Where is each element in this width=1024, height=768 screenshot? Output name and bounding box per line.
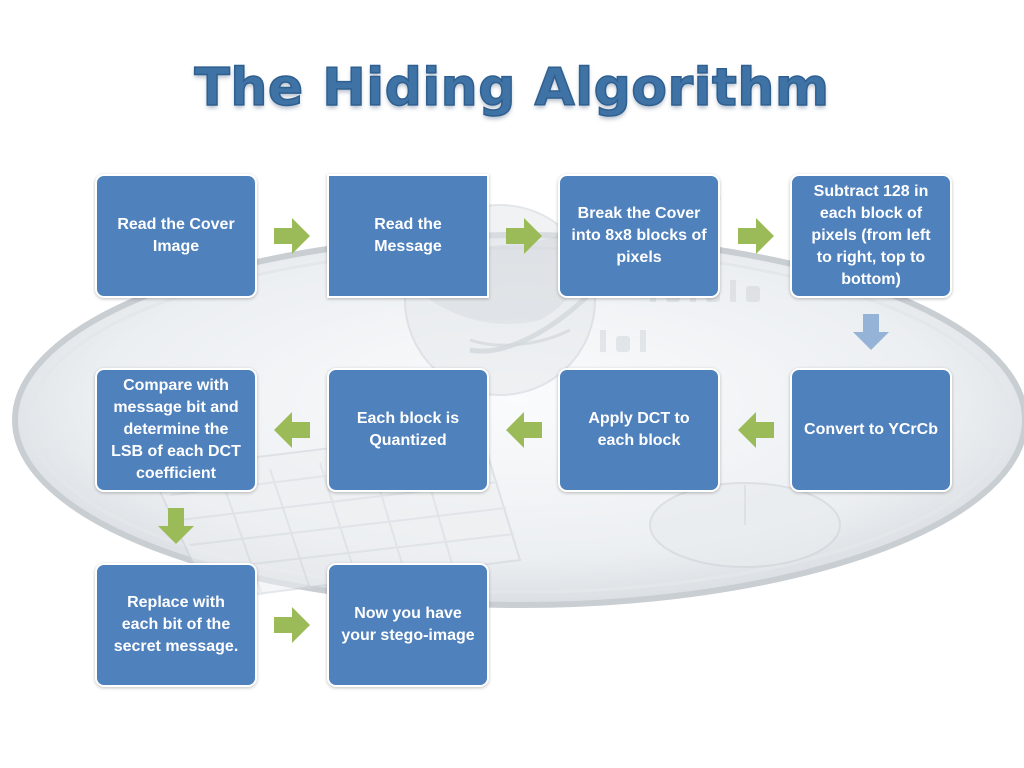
arrow-right-icon (738, 218, 774, 254)
step-read-message: Read the Message (327, 174, 489, 298)
arrow-down-icon (853, 314, 889, 350)
mouse-icon (649, 482, 841, 568)
arrow-right-icon (274, 607, 310, 643)
page-title: The Hiding Algorithm (194, 57, 830, 119)
arrow-left-icon (738, 412, 774, 448)
arrow-left-icon (274, 412, 310, 448)
step-label: Break the Cover into 8x8 blocks of pixel… (571, 205, 707, 266)
step-label: Read the Cover Image (117, 216, 235, 255)
step-read-cover-image: Read the Cover Image (95, 174, 257, 298)
step-stego-image: Now you have your stego-image (327, 563, 489, 687)
arrow-left-icon (506, 412, 542, 448)
step-apply-dct: Apply DCT to each block (558, 368, 720, 492)
step-label: Compare with message bit and determine t… (111, 377, 241, 482)
step-convert-ycrcb: Convert to YCrCb (790, 368, 952, 492)
step-label: Read the Message (374, 216, 442, 255)
step-label: Each block is Quantized (356, 410, 460, 449)
arrow-down-icon (158, 508, 194, 544)
arrow-right-icon (506, 218, 542, 254)
arrow-right-icon (274, 218, 310, 254)
step-break-cover-blocks: Break the Cover into 8x8 blocks of pixel… (558, 174, 720, 298)
step-label: Now you have your stego-image (341, 605, 475, 644)
step-label: Apply DCT to each block (588, 410, 690, 449)
step-label: Convert to YCrCb (804, 421, 938, 438)
step-label: Subtract 128 in each block of pixels (fr… (811, 183, 931, 288)
step-label: Replace with each bit of the secret mess… (113, 594, 239, 655)
step-compare-message-bit: Compare with message bit and determine t… (95, 368, 257, 492)
step-subtract-128: Subtract 128 in each block of pixels (fr… (790, 174, 952, 298)
step-quantize-block: Each block is Quantized (327, 368, 489, 492)
step-replace-bits: Replace with each bit of the secret mess… (95, 563, 257, 687)
